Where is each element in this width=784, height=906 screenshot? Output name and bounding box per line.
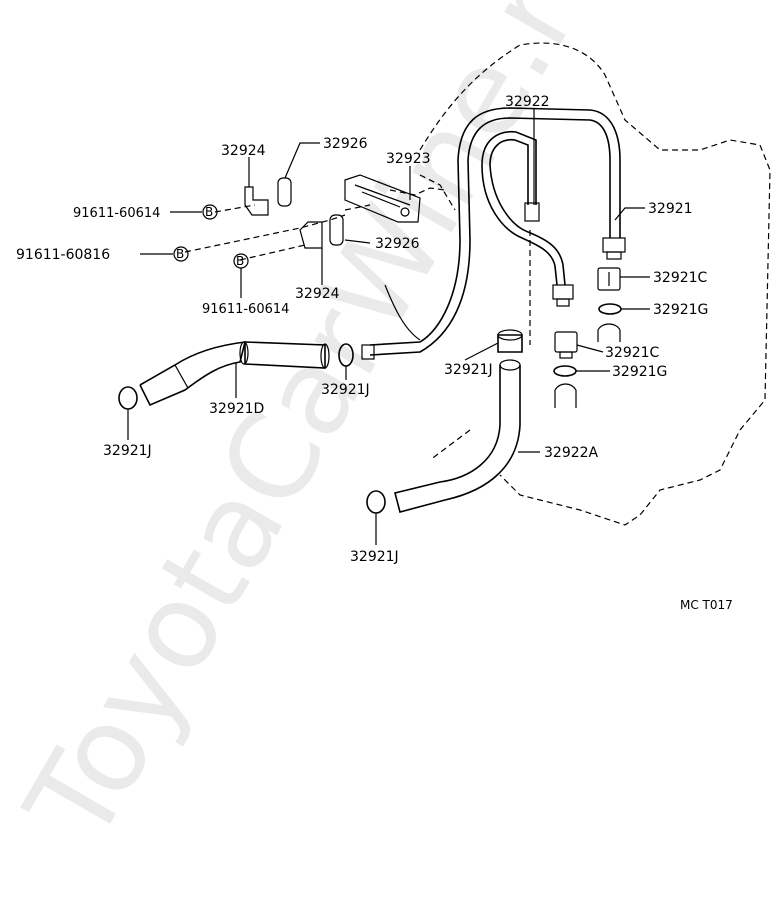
- label-91611-60816: 91611-60816: [16, 247, 110, 263]
- bolt-symbol-bottom: B: [236, 254, 244, 268]
- pipe-32921-nut: [602, 237, 626, 253]
- label-91611-60614-top: 91611-60614: [73, 206, 160, 221]
- label-32923: 32923: [386, 151, 431, 167]
- hose-32922a-top-end: [499, 359, 521, 371]
- bracket-32923-hole: [400, 207, 410, 217]
- bracket-dash-line-2: [184, 214, 346, 253]
- engine-outline-inner: [419, 174, 456, 211]
- hose-32921d-joint: [239, 341, 249, 365]
- clamp-32924-bottom: [299, 221, 323, 249]
- grommet-32926-top: [277, 177, 292, 207]
- pipe-32922-nut-tip: [556, 298, 570, 307]
- diagram-code: MC T017: [680, 598, 733, 612]
- pipe-end-fitting: [361, 344, 375, 360]
- gasket-32921g-top: [598, 303, 622, 315]
- leader-32921: [614, 207, 645, 221]
- engine-outline: [419, 42, 771, 526]
- hose-32921d-end: [320, 343, 330, 369]
- leader-32926-mid: [344, 239, 371, 244]
- pipe-32921-inner: [369, 107, 621, 346]
- port-top: [597, 323, 621, 342]
- clamp-32921j-mid-top: [497, 329, 523, 341]
- manifold-outline: [389, 187, 446, 196]
- leader-32921c-bottom: [576, 344, 604, 353]
- bolt-symbol-top: B: [205, 205, 213, 219]
- hose-curve-line: [384, 284, 421, 341]
- clamp-32924-top: [244, 186, 269, 216]
- label-32922a: 32922A: [544, 445, 599, 461]
- label-32921g-bottom: 32921G: [612, 364, 667, 380]
- bracket-dash-line-4: [344, 204, 371, 211]
- bolt-91611-60614-top: [202, 204, 218, 220]
- label-32921j-mid: 32921J: [444, 362, 493, 378]
- gasket-32921g-bottom: [553, 365, 577, 377]
- hose-32922a: [394, 365, 521, 513]
- bracket-dash-line-3: [239, 244, 306, 261]
- label-32921j-bottom: 32921J: [350, 549, 399, 565]
- pipe-32922-fitting: [524, 202, 540, 222]
- bracket-32923: [344, 174, 421, 223]
- label-32921j-left: 32921J: [103, 443, 152, 459]
- label-32926-mid: 32926: [375, 236, 420, 252]
- leader-32926-top: [284, 142, 320, 179]
- bolt-91611-60816: [173, 246, 189, 262]
- adapter-32921c-top: [597, 267, 621, 291]
- bracket-dash-line-1: [214, 204, 256, 213]
- adapter-32921c-bottom-tip: [559, 351, 573, 359]
- label-32924-top: 32924: [221, 143, 266, 159]
- label-91611-60614-bottom: 91611-60614: [202, 302, 289, 317]
- clamp-32921j-left: [118, 386, 138, 410]
- pipe-32922-inner: [481, 131, 558, 286]
- clamp-32921j-mid: [497, 334, 523, 353]
- watermark-text: ToyotaCarWine.ru: [0, 0, 641, 865]
- bolt-symbol-mid: B: [176, 247, 184, 261]
- label-32924-bottom: 32924: [295, 286, 340, 302]
- pipe-32921-outer: [369, 117, 611, 356]
- port-bottom: [554, 383, 577, 408]
- lower-dash-line: [429, 429, 471, 461]
- adapter-32921c-bottom: [554, 331, 578, 353]
- label-32921c-top: 32921C: [653, 270, 708, 286]
- bracket-32923-detail: [354, 184, 411, 208]
- grommet-32926-mid: [329, 214, 344, 246]
- label-32926-top: 32926: [323, 136, 368, 152]
- clamp-32921j-bottom: [366, 490, 386, 514]
- pipe-32922-outer: [489, 139, 566, 286]
- pipe-32922-nut: [552, 284, 574, 300]
- label-32921c-bottom: 32921C: [605, 345, 660, 361]
- hose-32921d: [139, 341, 247, 407]
- label-32921d: 32921D: [209, 401, 264, 417]
- label-32922: 32922: [505, 94, 550, 110]
- hose-32921d-band: [174, 364, 189, 389]
- label-32921j-center: 32921J: [321, 382, 370, 398]
- label-32921g-top: 32921G: [653, 302, 708, 318]
- leader-32921j-mid: [464, 342, 499, 361]
- label-32921: 32921: [648, 201, 693, 217]
- pipe-32921-nut-tip: [606, 251, 622, 260]
